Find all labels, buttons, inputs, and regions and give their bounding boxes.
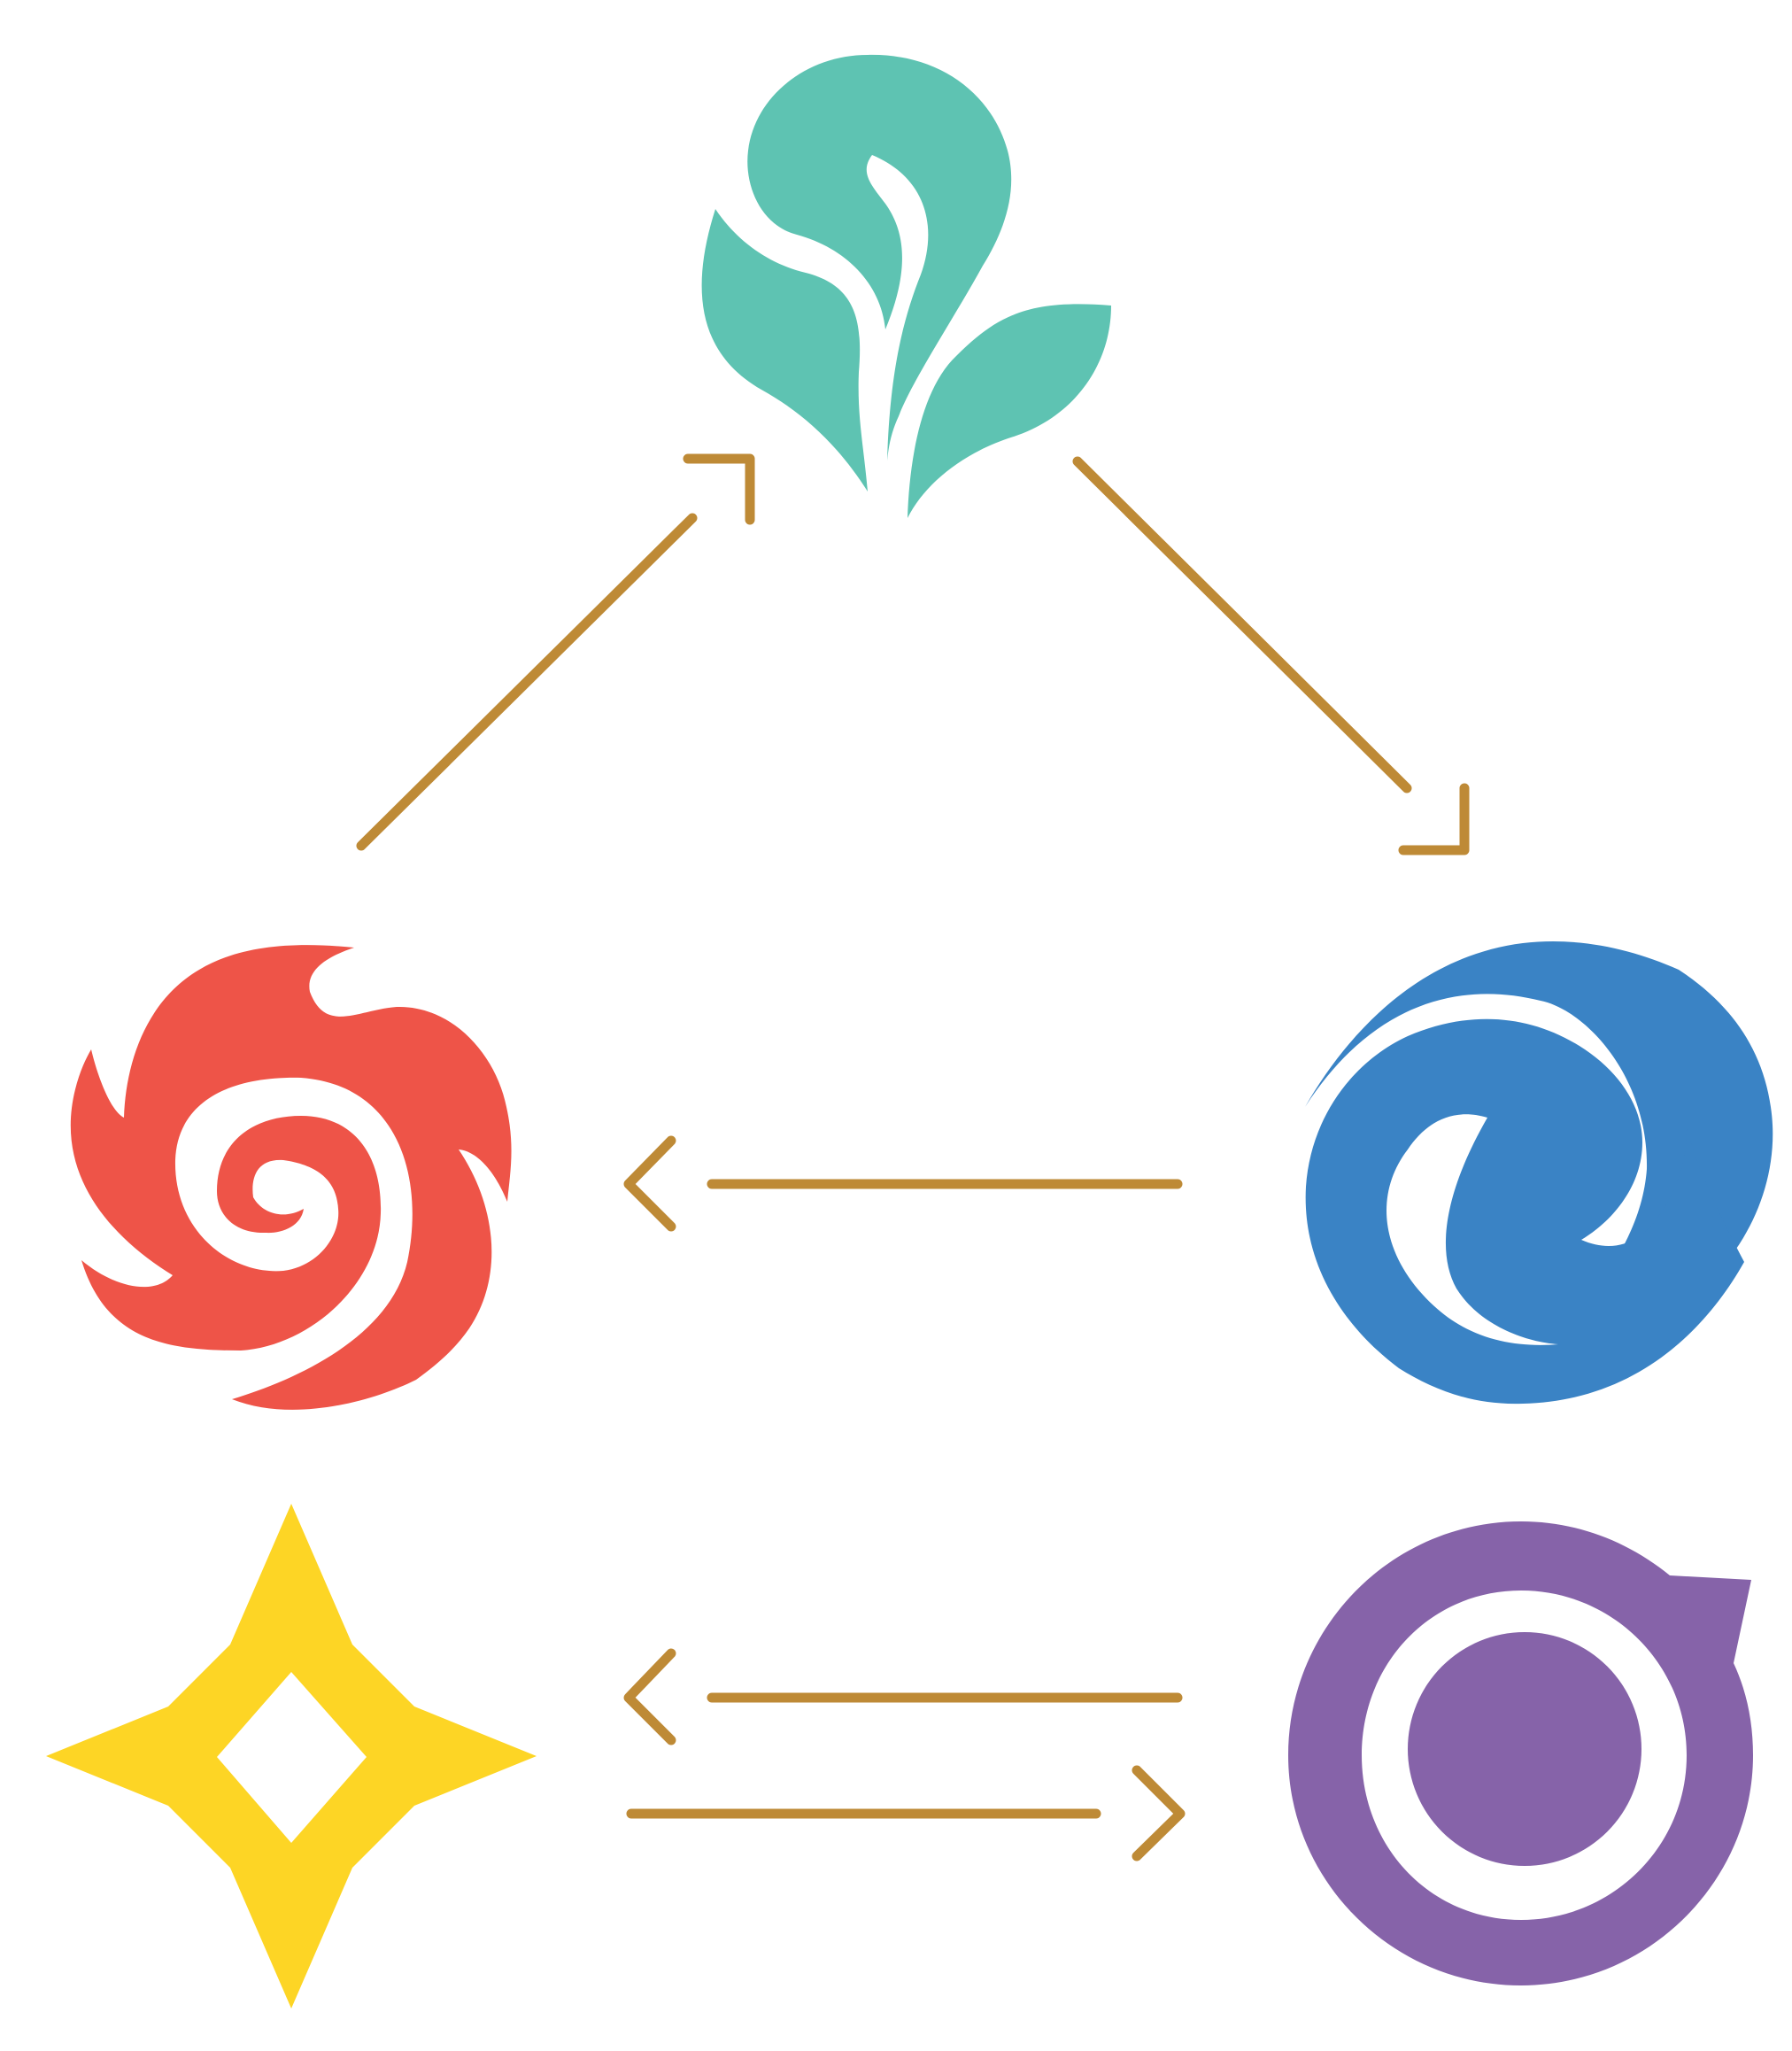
edge-shaft	[1072, 456, 1412, 793]
edge-arrowhead	[683, 453, 755, 525]
water-swirl-icon	[1305, 941, 1773, 1405]
void-node	[1288, 1521, 1753, 1985]
edge-shaft	[356, 513, 698, 851]
fire-swirl-icon	[70, 945, 512, 1410]
edge-fire-to-nature	[356, 453, 755, 851]
edge-void-to-light	[623, 1648, 1183, 1745]
light-node	[46, 1504, 537, 2008]
edge-layer	[356, 453, 1470, 1861]
edge-light-to-void	[626, 1765, 1186, 1861]
edge-nature-to-water	[1072, 456, 1470, 855]
edge-arrowhead	[623, 1648, 676, 1745]
edge-water-to-fire	[623, 1135, 1183, 1232]
edge-arrowhead	[1132, 1765, 1186, 1861]
four-point-star-icon	[46, 1504, 537, 2008]
void-core	[1408, 1632, 1641, 1866]
edge-arrowhead	[1398, 783, 1470, 855]
ring-orb-icon	[1288, 1521, 1753, 1985]
leaf-sprout-icon	[701, 54, 1111, 518]
fire-node	[70, 945, 512, 1410]
water-node	[1305, 941, 1773, 1405]
nature-node	[701, 54, 1111, 518]
edge-arrowhead	[623, 1135, 676, 1232]
